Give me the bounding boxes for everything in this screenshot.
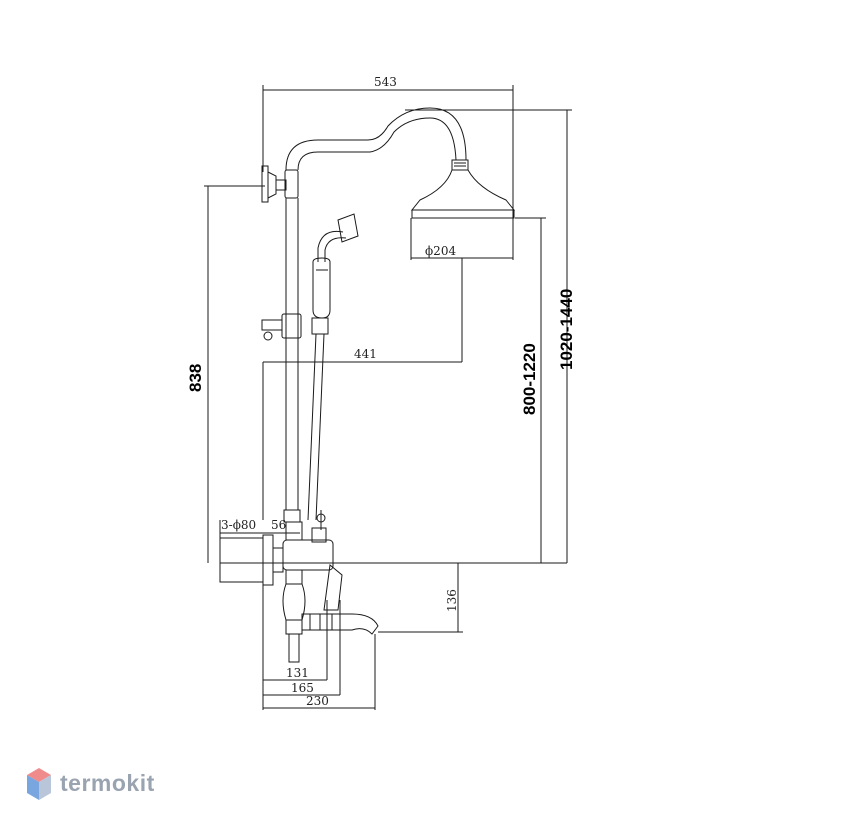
- label-height-outlet: 800-1220: [520, 343, 539, 415]
- dimension-arm-reach: 441: [262, 258, 463, 520]
- label-165: 165: [291, 681, 314, 695]
- hand-shower: [307, 213, 359, 521]
- slider-knob: [261, 319, 283, 341]
- label-131: 131: [286, 666, 309, 680]
- shower-head: [410, 159, 516, 219]
- dimension-height-top: 1020-1440: [405, 109, 576, 563]
- wall-bracket-top: [261, 165, 287, 203]
- label-230: 230: [306, 694, 329, 708]
- watermark-brand: termokit: [60, 770, 155, 796]
- label-height-total: 838: [186, 364, 205, 392]
- dimension-width-total: 543: [262, 75, 514, 218]
- dimension-head-diameter: ϕ204: [410, 218, 514, 260]
- label-mount-spec: 3-ϕ80: [221, 518, 256, 532]
- mixer-body: [219, 510, 343, 663]
- dimension-spout-height: 136: [378, 563, 463, 633]
- bath-spout: [301, 613, 379, 635]
- dimension-height-total: 838: [186, 185, 265, 563]
- dimension-bottom: 131 165 230: [262, 585, 376, 710]
- label-mount-gap: 56: [271, 518, 286, 532]
- label-head-diameter: ϕ204: [425, 244, 456, 258]
- riser-pipe: [281, 107, 467, 523]
- label-spout-height: 136: [445, 589, 459, 612]
- label-width-total: 543: [374, 75, 397, 89]
- label-height-top: 1020-1440: [557, 289, 576, 370]
- dimension-mount: 3-ϕ80 56: [219, 518, 300, 582]
- termokit-logo-icon: [27, 768, 51, 800]
- label-arm-reach: 441: [354, 347, 377, 361]
- dimension-height-outlet: 800-1220: [515, 217, 546, 563]
